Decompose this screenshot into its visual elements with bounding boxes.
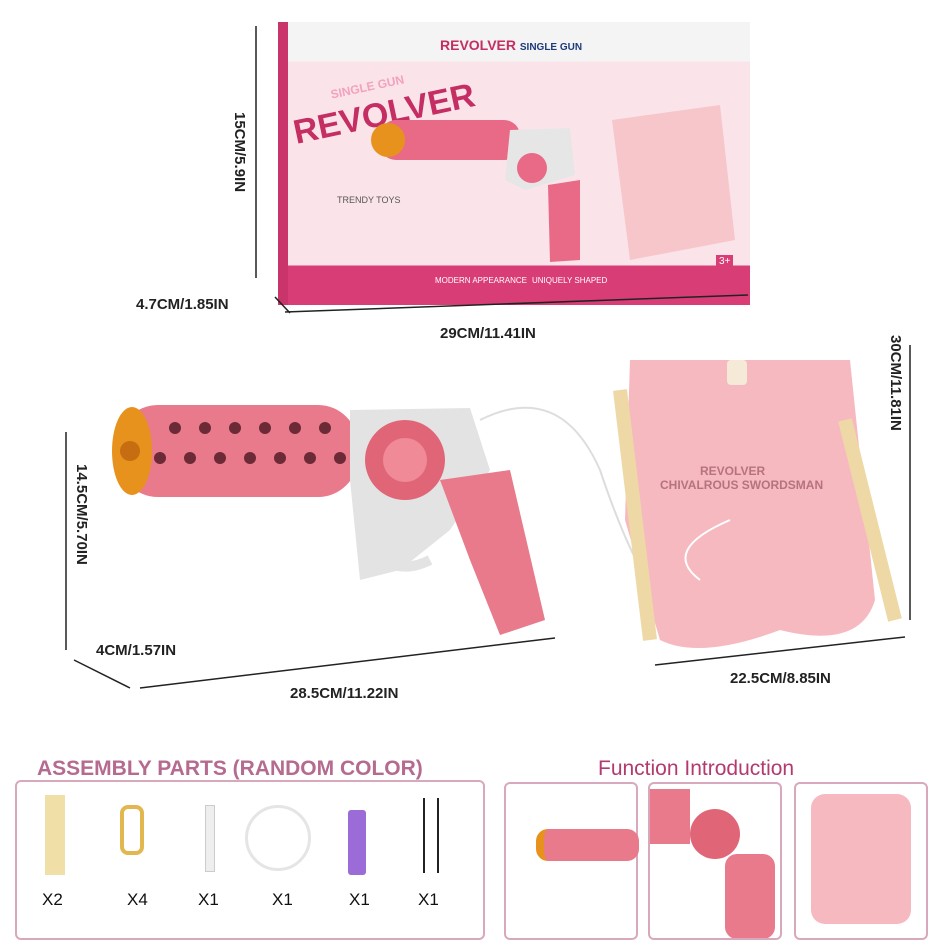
package-feature: MODERN APPEARANCE [435, 276, 528, 285]
package-top-title: REVOLVER SINGLE GUN [440, 37, 583, 53]
part-qty: X1 [198, 890, 219, 909]
package-trendy: TRENDY TOYS [337, 195, 401, 205]
function-title: Function Introduction [598, 757, 795, 780]
battery-icon [348, 810, 366, 875]
nozzle-icon [205, 805, 215, 872]
part-qty: X2 [42, 890, 63, 909]
buckle-icon [120, 805, 144, 855]
box-gun-image [371, 105, 735, 262]
revolver-image [112, 405, 661, 635]
part-qty: X1 [418, 890, 439, 909]
gun-length-label: 28.5CM/11.22IN [290, 685, 399, 702]
function-panel-bag [794, 782, 928, 940]
usb-cable-icon [423, 798, 439, 873]
part-qty: X4 [127, 890, 148, 909]
part-qty: X1 [349, 890, 370, 909]
gun-height-label: 14.5CM/5.70IN [73, 464, 90, 565]
box-depth-label: 4.7CM/1.85IN [136, 296, 229, 313]
function-panel-cylinder [648, 782, 782, 940]
gun-depth-label: 4CM/1.57IN [96, 642, 177, 659]
box-height-label: 15CM/5.9IN [231, 112, 248, 193]
function-panel-barrel [504, 782, 639, 940]
strap-icon [45, 795, 65, 875]
assembly-title: ASSEMBLY PARTS (RANDOM COLOR) [37, 757, 423, 780]
dimension-lines [65, 26, 911, 689]
age-badge: 3+ [716, 255, 734, 268]
assembly-panel [15, 780, 485, 940]
package-feature: UNIQUELY SHAPED [532, 276, 608, 285]
bag-width-label: 22.5CM/8.85IN [730, 670, 831, 687]
part-qty: X1 [272, 890, 293, 909]
bag-height-label: 30CM/11.81IN [887, 335, 904, 431]
water-bag-image [613, 360, 902, 648]
tube-icon [245, 805, 311, 871]
box-width-label: 29CM/11.41IN [440, 325, 536, 342]
